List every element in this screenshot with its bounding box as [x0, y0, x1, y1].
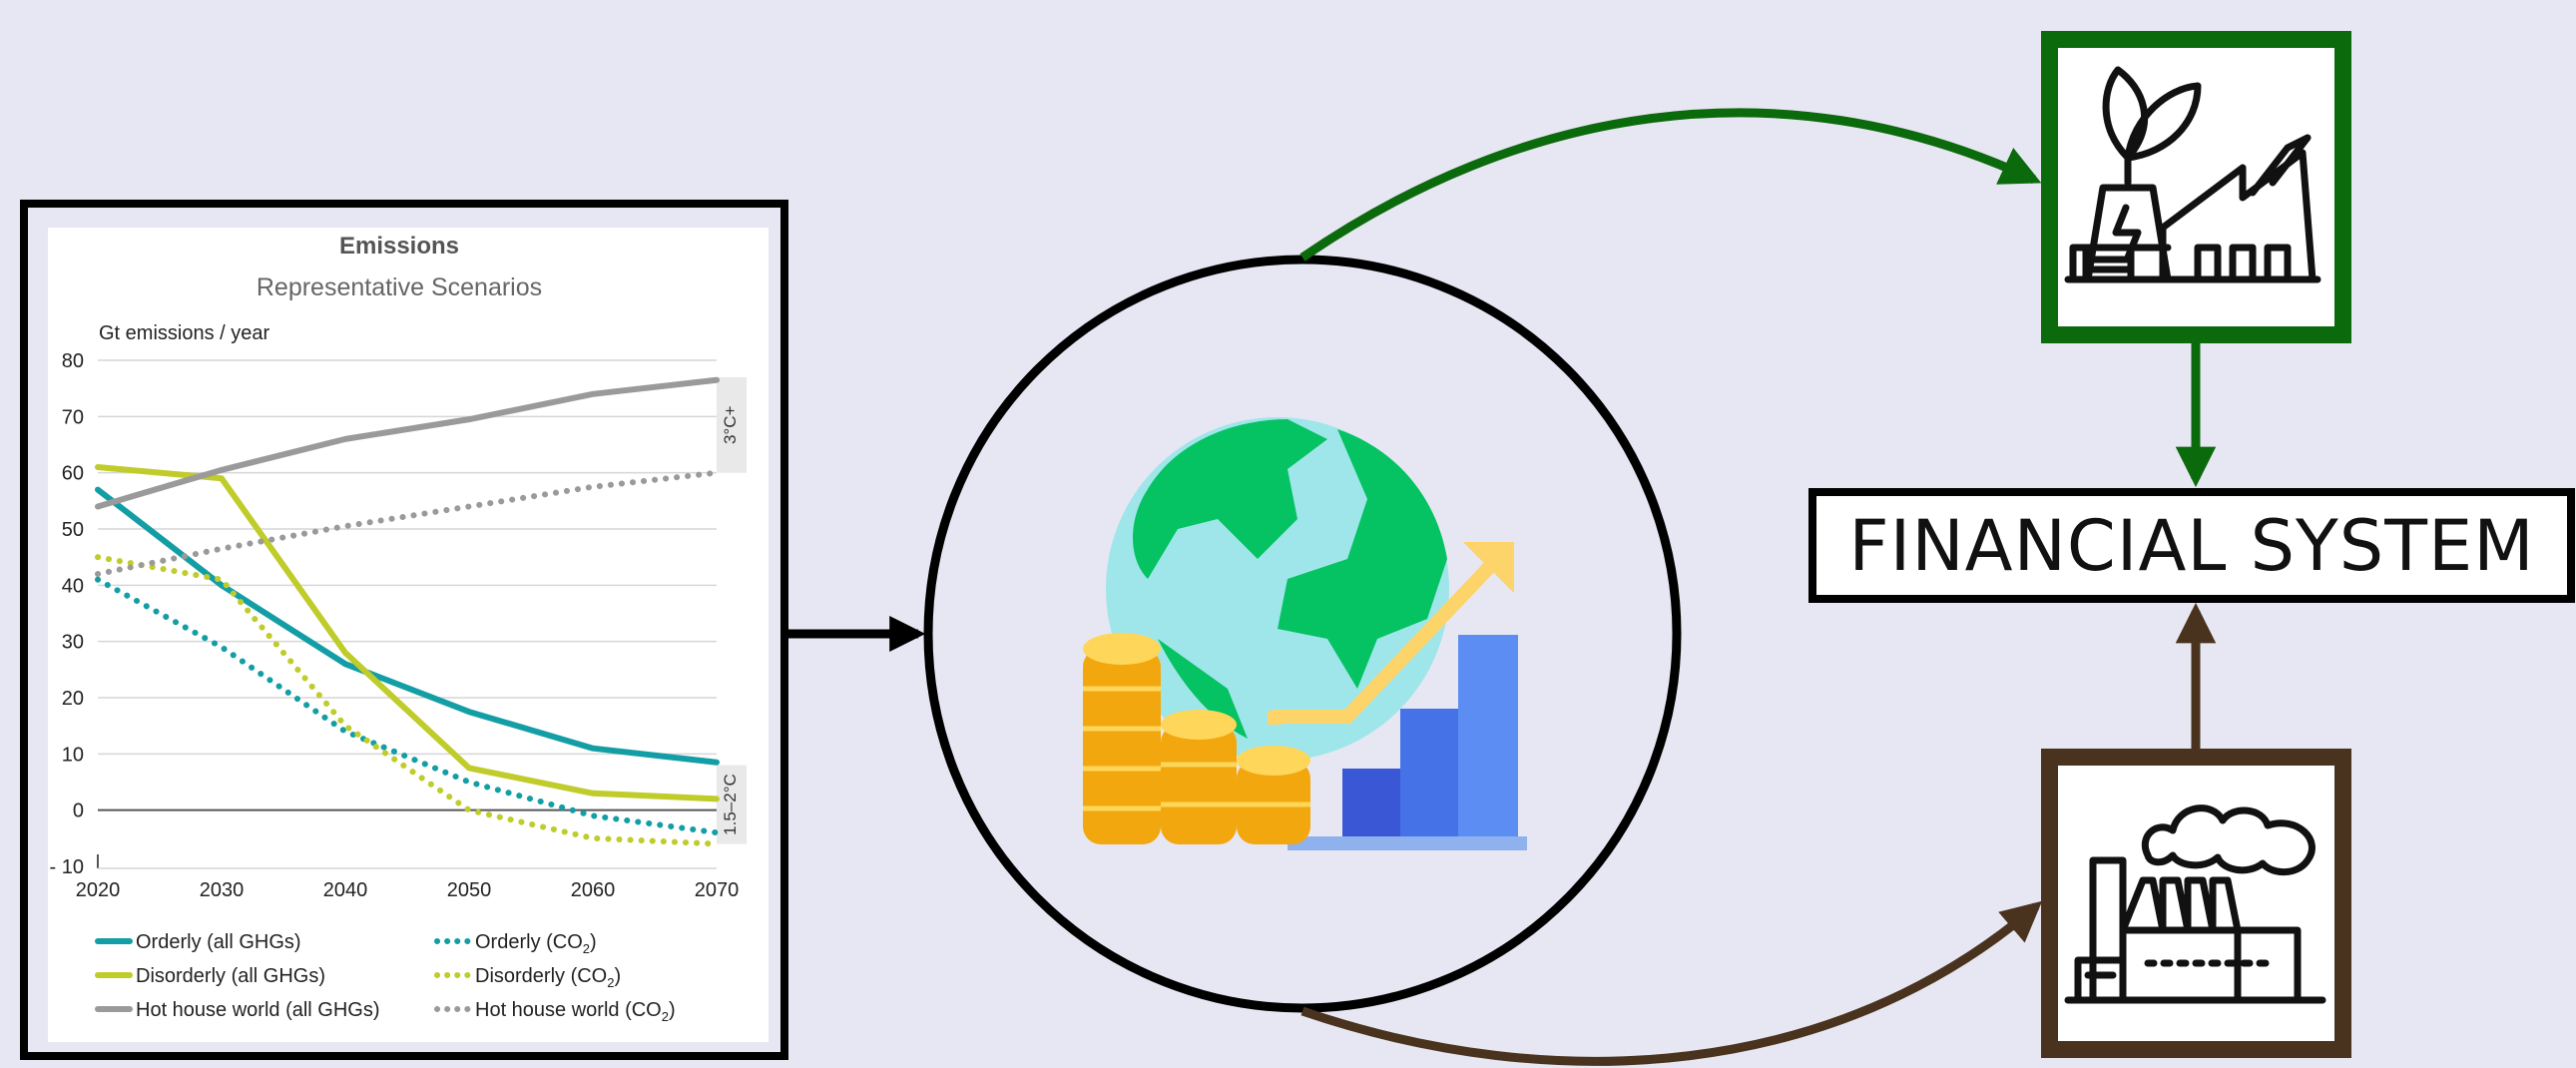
- series-layer: [95, 376, 720, 847]
- financial-system-label: FINANCIAL SYSTEM: [1848, 504, 2535, 587]
- legend-label: Hot house world (CO2): [475, 999, 676, 1024]
- legend-label: Disorderly (CO2): [475, 965, 621, 990]
- polluting-factory-box: [2041, 749, 2351, 1058]
- x-tick-label: 2050: [447, 879, 492, 901]
- y-tick-label: - 10: [50, 856, 84, 878]
- x-tick-label: 2040: [323, 879, 368, 901]
- y-tick-label: 20: [62, 688, 84, 710]
- green-energy-box: [2041, 31, 2351, 343]
- band-label: 3°C+: [721, 405, 740, 444]
- polluting-factory-icon: [2064, 804, 2326, 1004]
- impact-to-green-arrow: [1299, 108, 2042, 262]
- financial-system-box: FINANCIAL SYSTEM: [1808, 488, 2575, 603]
- series-line: [95, 376, 720, 510]
- chart-panel: [48, 228, 769, 1042]
- impact-to-brown-arrow: [1300, 900, 2043, 1066]
- chart-title: Emissions: [339, 233, 459, 260]
- y-tick-label: 60: [62, 463, 84, 485]
- y-tick-label: 10: [62, 744, 84, 766]
- legend-label: Orderly (all GHGs): [136, 931, 301, 953]
- x-tick-label: 2030: [200, 879, 245, 901]
- legend-label: Orderly (CO2): [475, 931, 597, 956]
- y-axis-label: Gt emissions / year: [99, 322, 270, 344]
- legend: Orderly (all GHGs) Orderly (CO2) Disorderl…: [95, 931, 676, 1024]
- x-tick-label: 2060: [571, 879, 616, 901]
- band-marker: [717, 765, 747, 844]
- y-tick-label: 40: [62, 575, 84, 597]
- series-line: [95, 576, 720, 836]
- y-tick-label: 70: [62, 406, 84, 428]
- y-tick-label: 80: [62, 350, 84, 372]
- globe-coins-growth-icon: [1083, 417, 1527, 850]
- y-tick-label: 50: [62, 519, 84, 541]
- series-line: [95, 486, 720, 766]
- series-line: [95, 469, 720, 578]
- scenario-bands: 3°C+ 1.5–2°C: [717, 376, 747, 844]
- band-marker: [717, 376, 747, 473]
- x-tick-label: 2020: [76, 879, 121, 901]
- x-tick-label: 2070: [695, 879, 740, 901]
- grid-layer: [97, 359, 717, 869]
- y-tick-label: 0: [73, 801, 84, 822]
- band-label: 1.5–2°C: [721, 774, 740, 835]
- emissions-chart: Emissions Representative Scenarios Gt em…: [50, 233, 747, 1024]
- growth-arrow-icon: [1273, 554, 1503, 724]
- legend-label: Disorderly (all GHGs): [136, 965, 325, 987]
- bar-icon: [1342, 769, 1400, 838]
- coin-stacks-icon: [1083, 633, 1310, 844]
- y-tick-label: 30: [62, 632, 84, 654]
- legend-label: Hot house world (all GHGs): [136, 999, 380, 1021]
- chart-subtitle: Representative Scenarios: [257, 273, 542, 301]
- green-energy-factory-icon: [2064, 66, 2321, 283]
